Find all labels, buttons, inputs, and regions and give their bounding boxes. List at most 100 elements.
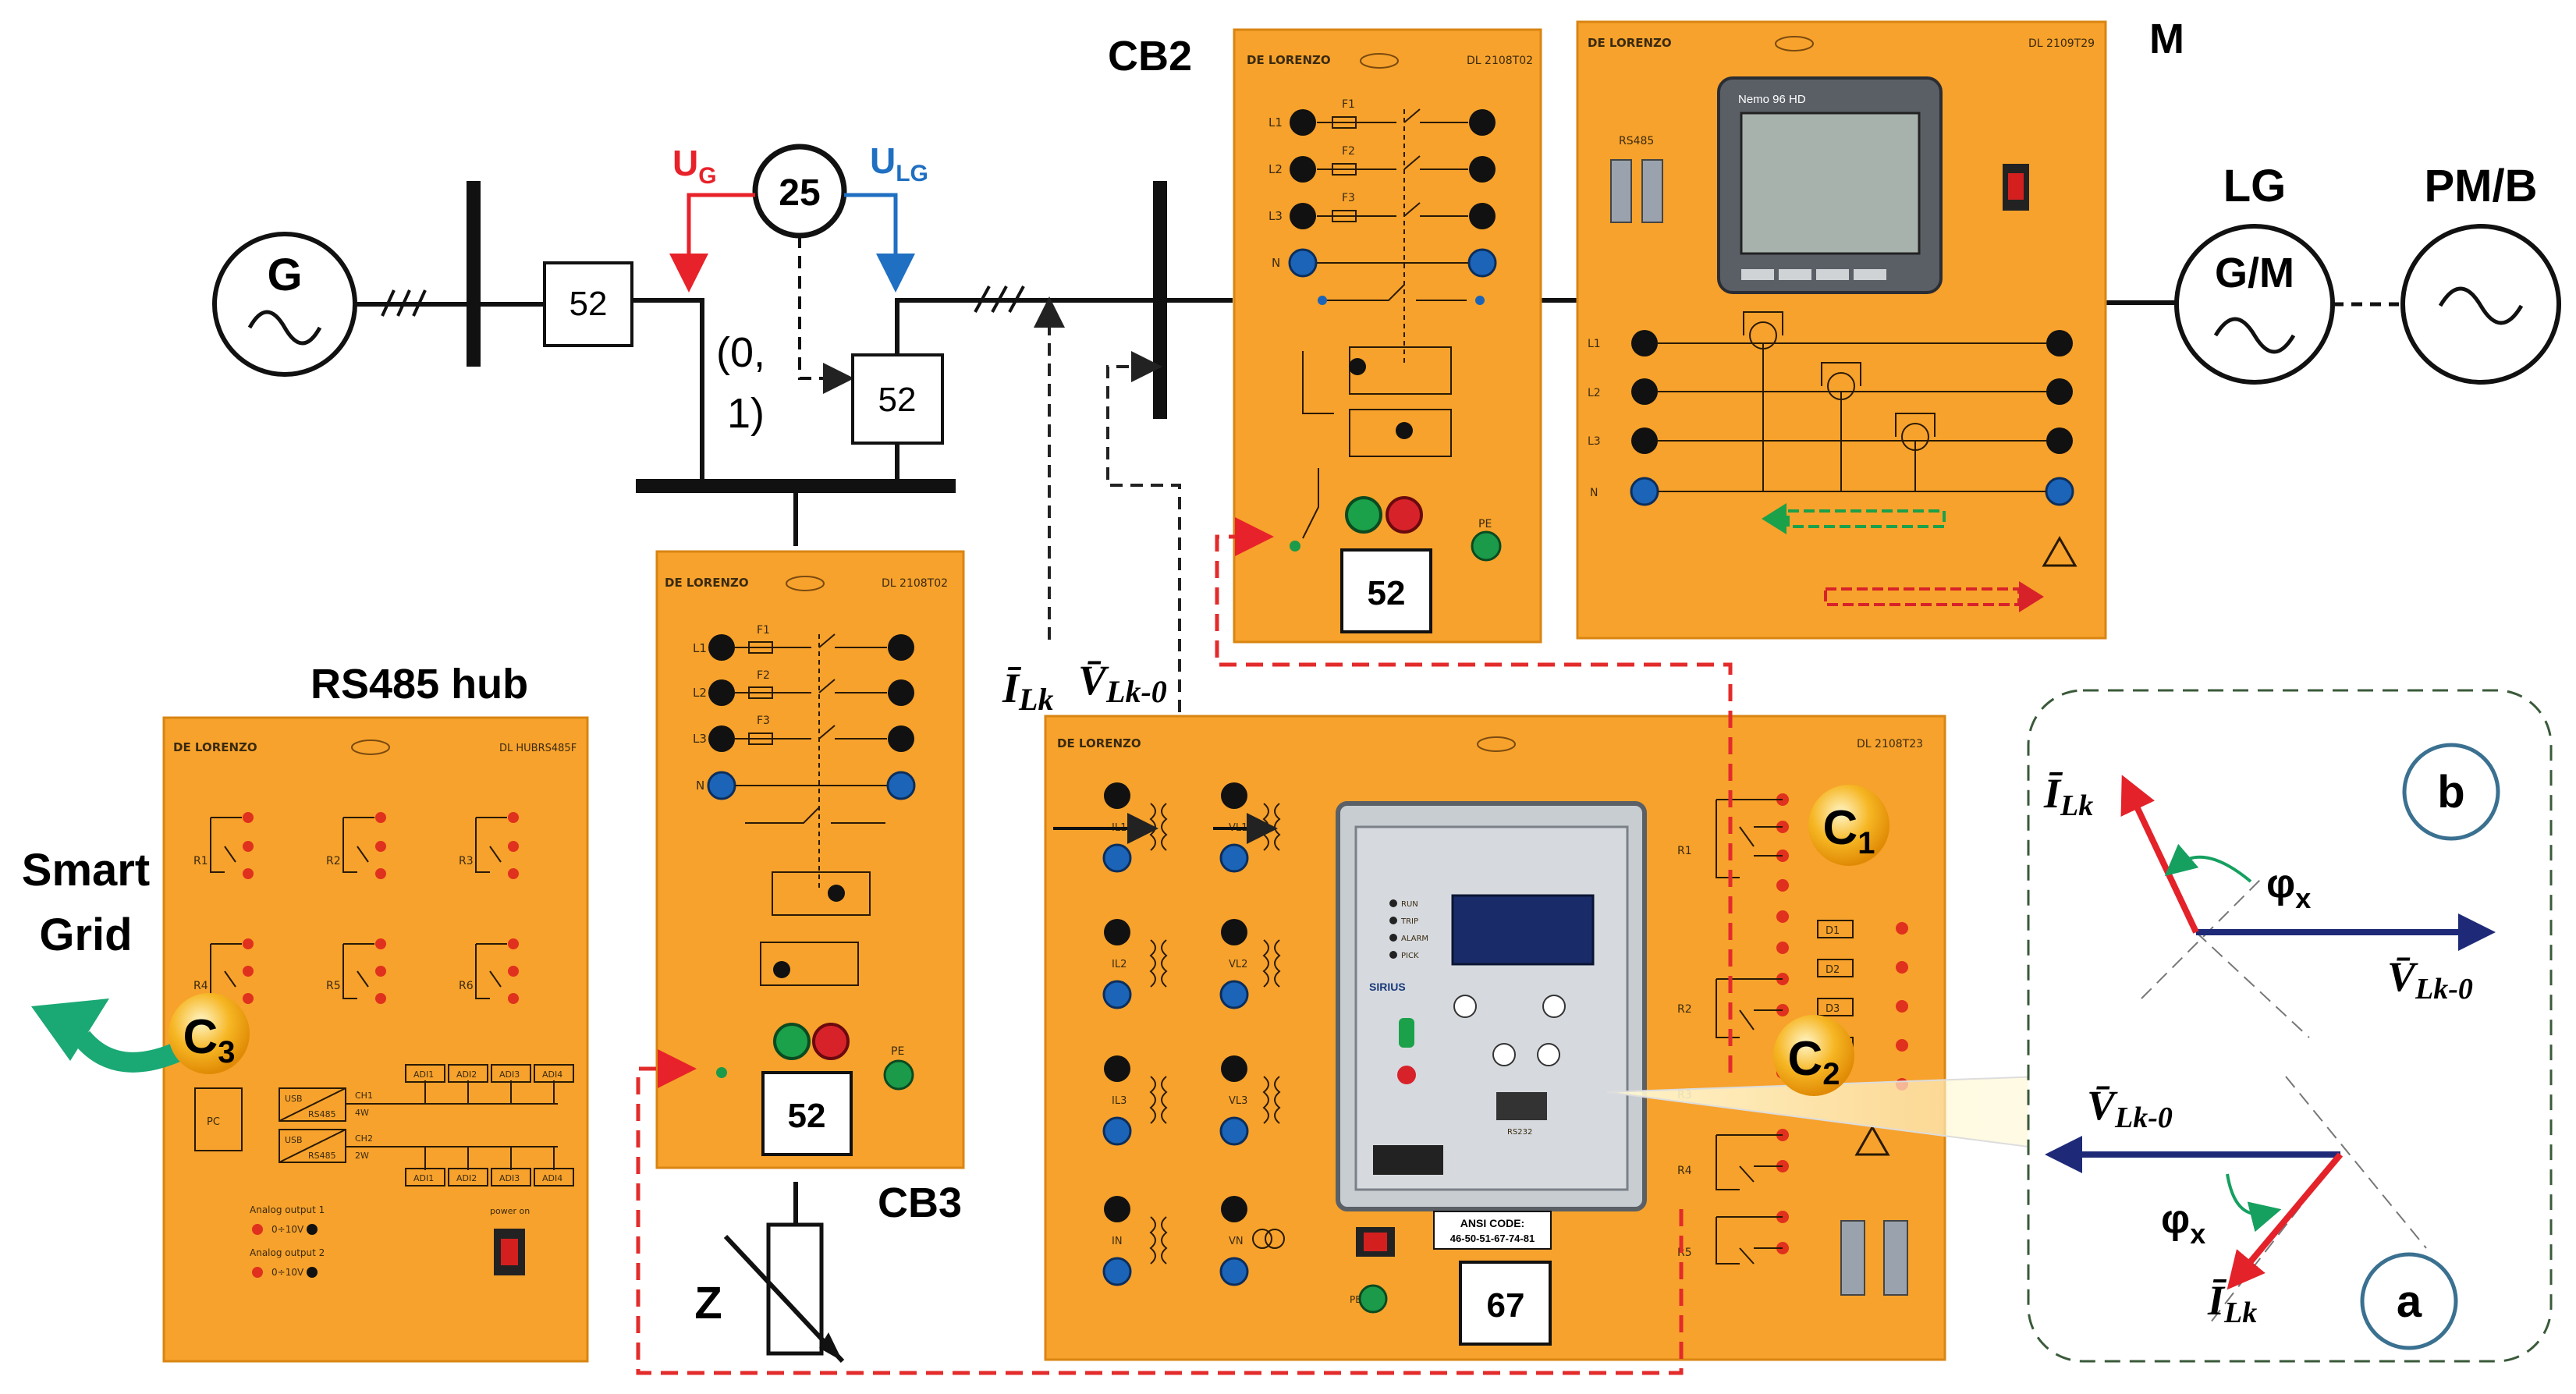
warning-icon: [1854, 1124, 1890, 1156]
relay-box-label: 67: [1487, 1286, 1525, 1325]
load-bus: [1153, 181, 1167, 419]
meter-green-arrow: [1762, 503, 1946, 534]
svg-text:C3: C3: [183, 1010, 235, 1069]
relay-code: DL 2108T23: [1857, 738, 1923, 750]
relay-device-screen: [1451, 894, 1595, 966]
meter-label: M: [2149, 16, 2184, 62]
sync-command-label-1: (0,: [716, 329, 765, 376]
cb2-breaker-box: [1340, 548, 1432, 633]
cb2-fuse-1: F1: [1342, 98, 1355, 111]
cb3-brand: DE LORENZO: [665, 576, 749, 590]
meter-phase-n: N: [1590, 487, 1598, 499]
meter-display-title: Nemo 96 HD: [1738, 93, 1806, 106]
relay-up-button[interactable]: [1453, 995, 1477, 1018]
relay-down-button[interactable]: [1542, 995, 1566, 1018]
sine-icon: [247, 310, 322, 346]
one-line-diagram: G 52 25 UG ULG (0, 1) 52: [212, 140, 2561, 1364]
meter-rs485-port-2[interactable]: [1641, 159, 1663, 223]
cb2-off-button[interactable]: [1386, 496, 1423, 534]
ug-label: UG: [672, 143, 717, 189]
relay-vt-label-2: VL2: [1229, 959, 1247, 970]
hub-adi-row-2: ADI1 ADI2 ADI3 ADI4: [405, 1168, 574, 1186]
hub-adi-2-1: ADI1: [413, 1173, 434, 1183]
cb2-label: CB2: [1108, 33, 1192, 80]
hub-rs485-1: RS485: [308, 1109, 336, 1119]
relay-rs232-port[interactable]: [1496, 1092, 1547, 1120]
hub-pc-label: PC: [207, 1116, 220, 1128]
relay-vt-label-3: VL3: [1229, 1095, 1247, 1107]
hub-adi-1-4: ADI4: [542, 1069, 562, 1080]
comm-point-c1: C1: [1808, 785, 1889, 866]
cb3-fuse-1: F1: [757, 624, 770, 637]
cb2-phase-n: N: [1272, 256, 1280, 270]
smart-grid-label-1: Smart: [22, 845, 150, 896]
relay-pe-terminal: [1358, 1284, 1388, 1314]
meter-rs485-port-1[interactable]: [1610, 159, 1632, 223]
relay-pe-label: PE: [1350, 1294, 1361, 1305]
relay-box: [1459, 1261, 1552, 1346]
cb3-phase-l2: L2: [693, 686, 707, 700]
relay-vt-terminals: [1219, 782, 1249, 1286]
phasor-b-badge: [2402, 743, 2500, 841]
meter-display-buttons[interactable]: [1741, 269, 1886, 280]
relay-right-button[interactable]: [1537, 1043, 1560, 1066]
meter-phase-l2: L2: [1588, 387, 1601, 399]
rs485-hub-label: RS485 hub: [310, 661, 528, 708]
ug-arrow: [669, 193, 755, 293]
relay-rs485-port-1[interactable]: [1840, 1220, 1865, 1296]
hub-analog-output-2: Analog output 2: [250, 1247, 325, 1258]
ulg-arrow: [844, 193, 915, 293]
phasor-a-badge-label: a: [2397, 1276, 2422, 1327]
cb2-panel: DE LORENZO DL 2108T02 L1 L2 L3 N F1 F2 F…: [1233, 28, 1542, 644]
cb2-pe-label: PE: [1478, 518, 1492, 530]
relay-led-run: RUN: [1401, 900, 1418, 909]
hub-ch1: CH1: [355, 1091, 373, 1101]
relay-red-button[interactable]: [1397, 1066, 1416, 1084]
cb2-on-button[interactable]: [1345, 496, 1382, 534]
cb3-code: DL 2108T02: [882, 577, 948, 590]
hub-adi-2-4: ADI4: [542, 1173, 562, 1183]
load-grid-symbol-label: G/M: [2215, 250, 2294, 296]
trip-line-cb3: [636, 1049, 1684, 1375]
hub-brand: DE LORENZO: [173, 740, 257, 754]
phasor-b-voltage-label: V̄Lk-0: [2387, 953, 2473, 1006]
relay-ct-label-3: IL3: [1112, 1095, 1127, 1107]
sync-command-label-2: 1): [727, 390, 765, 437]
hub-analog-range-1: 0÷10V: [271, 1224, 304, 1235]
cb2-phase-l2: L2: [1268, 162, 1283, 176]
cb3-breaker-box: [761, 1071, 853, 1156]
relay-green-button[interactable]: [1399, 1018, 1414, 1048]
hub-code: DL HUBRS485F: [499, 743, 577, 754]
hub-usb-1: USB: [285, 1094, 303, 1104]
generator-label: G: [267, 250, 302, 300]
three-phase-marks: [381, 289, 427, 317]
relay-left-button[interactable]: [1492, 1043, 1516, 1066]
relay-led-pick: PICK: [1401, 952, 1419, 960]
lower-bus: [636, 479, 956, 493]
cb3-pe-label: PE: [891, 1045, 904, 1058]
cb3-off-button[interactable]: [812, 1023, 850, 1060]
comm-point-c3: C3: [169, 993, 250, 1074]
hub-ch2: CH2: [355, 1133, 373, 1144]
hub-relay-r1: R1: [193, 855, 208, 867]
hub-adi-2-3: ADI3: [499, 1173, 520, 1183]
generator-breaker: [543, 261, 633, 347]
hub-adi-1-2: ADI2: [456, 1069, 477, 1080]
phasor-a-current-label: ĪLk: [2207, 1277, 2257, 1329]
relay-brand: DE LORENZO: [1057, 736, 1141, 750]
meter-brand: DE LORENZO: [1588, 36, 1672, 50]
sine-icon: [2438, 286, 2524, 325]
meter-rs485-label: RS485: [1619, 135, 1654, 147]
hub-relay-r6: R6: [459, 980, 474, 992]
hub-2w: 2W: [355, 1151, 369, 1161]
cb3-phase-n: N: [696, 779, 704, 793]
hub-adi-1-3: ADI3: [499, 1069, 520, 1080]
voltage-measure-label: V̄Lk-0: [1078, 657, 1167, 709]
generator-breaker-label: 52: [569, 285, 608, 323]
cb3-on-button[interactable]: [773, 1023, 811, 1060]
relay-rs485-port-2[interactable]: [1883, 1220, 1908, 1296]
cb3-breaker-box-label: 52: [788, 1097, 826, 1135]
current-measure-label: ĪLk: [1002, 665, 1053, 717]
cb3-pe-terminal: [883, 1059, 914, 1091]
phasor-b-phi: φx: [2266, 861, 2311, 914]
